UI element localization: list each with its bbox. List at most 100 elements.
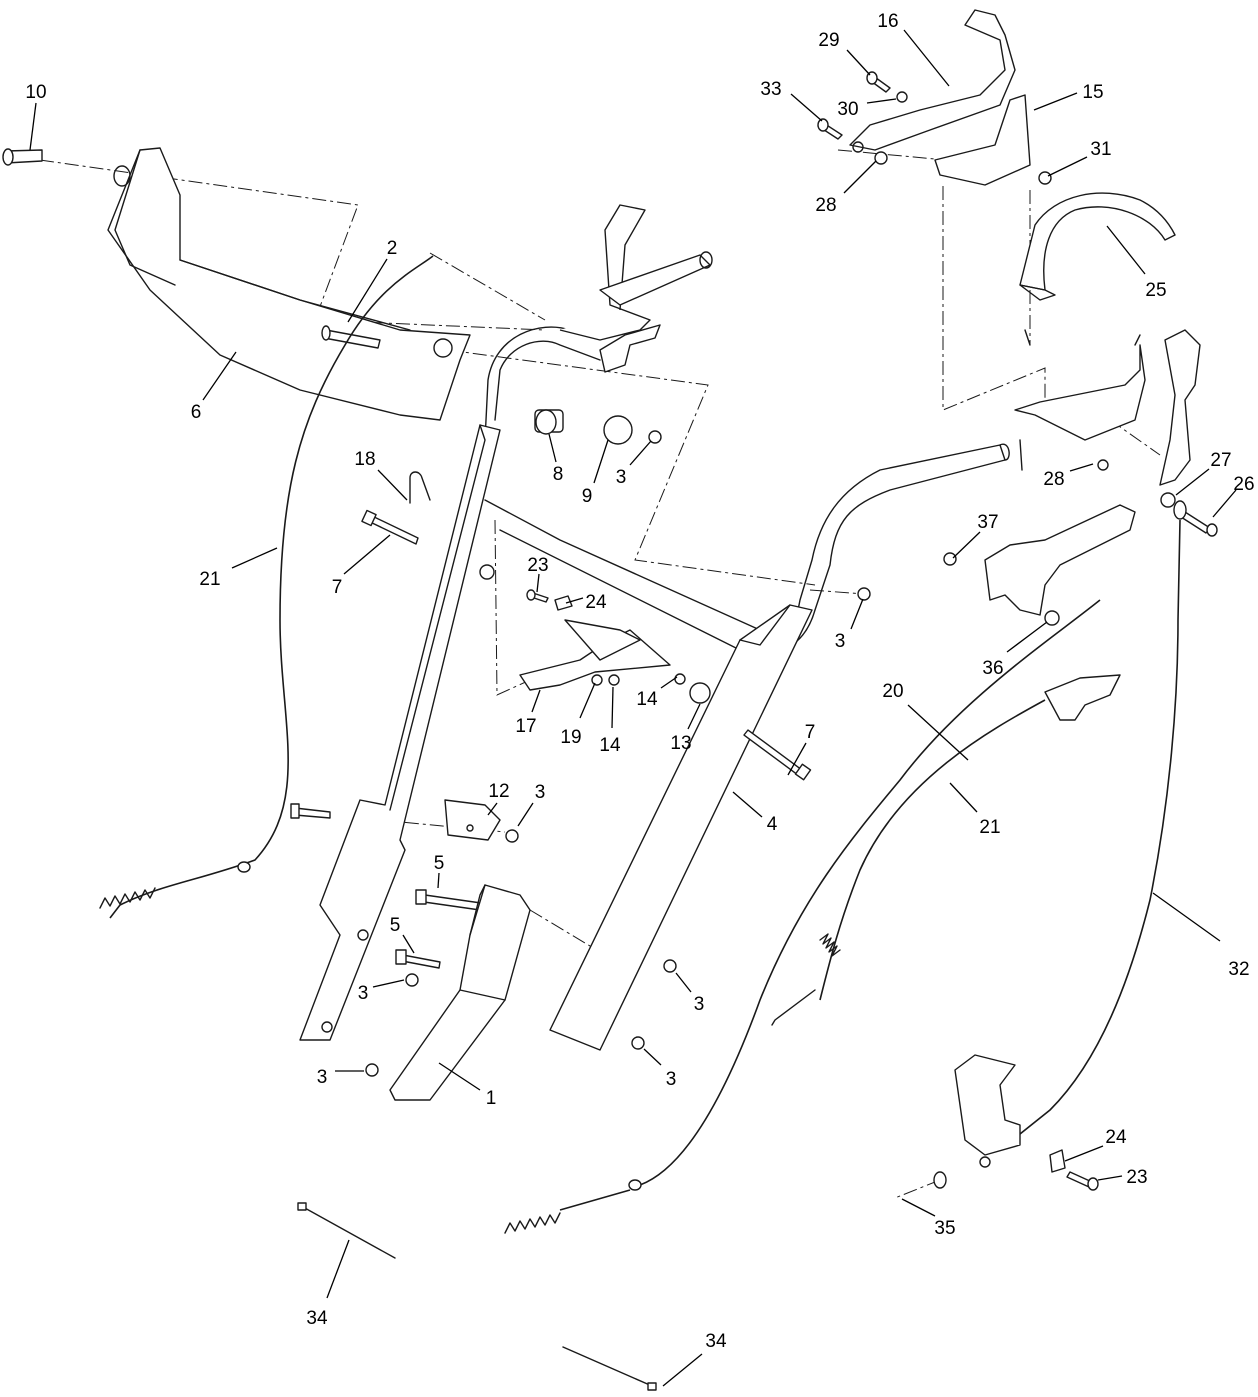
leader-line [536, 573, 540, 593]
leader-line [202, 351, 237, 401]
clamp-24b-icon [1049, 1149, 1066, 1173]
lever-right-icon [1159, 329, 1201, 486]
callout-c14a: 14 [599, 686, 621, 756]
callout-c31: 31 [1047, 139, 1112, 177]
spacer-8-icon [534, 409, 564, 435]
handle-right-tube [549, 604, 813, 1051]
lever-16-icon [849, 9, 1016, 153]
callout-c37: 37 [952, 512, 999, 559]
callout-number: 15 [1082, 82, 1103, 103]
spring-left-icon [99, 887, 156, 909]
nut-3d-icon [405, 973, 419, 987]
callout-number: 3 [694, 994, 705, 1015]
shield-25-icon [1019, 192, 1176, 346]
callout-c36: 36 [982, 621, 1048, 679]
callout-c26: 26 [1212, 474, 1255, 518]
cable-end-right [628, 1179, 642, 1191]
callout-c3b: 3 [835, 598, 864, 652]
callout-c9: 9 [582, 439, 609, 507]
leader-line [949, 782, 978, 813]
nut-28b-icon [1097, 459, 1109, 471]
leader-line [548, 433, 557, 463]
callout-number: 3 [535, 782, 546, 803]
leader-line [231, 547, 278, 569]
callout-number: 27 [1210, 450, 1231, 471]
callout-c29: 29 [818, 30, 871, 76]
callout-number: 9 [582, 486, 593, 507]
nut-14b-icon [674, 673, 686, 685]
callout-c25: 25 [1106, 225, 1167, 301]
lever-20-end-icon [1044, 674, 1121, 721]
callout-number: 21 [979, 817, 1000, 838]
callout-number: 10 [25, 82, 46, 103]
cable-end-32-icon [1173, 500, 1187, 520]
callout-number: 1 [486, 1088, 497, 1109]
pin-2-icon [321, 325, 381, 349]
leader-line [593, 439, 609, 484]
callout-number: 3 [616, 467, 627, 488]
nut-28a-icon [874, 151, 888, 165]
callout-number: 20 [882, 681, 903, 702]
callout-number: 32 [1228, 959, 1249, 980]
leader-line [643, 1048, 662, 1066]
callout-c8: 8 [548, 433, 564, 485]
callout-number: 37 [977, 512, 998, 533]
leader-line [517, 802, 534, 827]
screw-33-icon [817, 118, 843, 140]
callout-number: 23 [527, 555, 548, 576]
callout-number: 21 [199, 569, 220, 590]
bolt-5-lower-icon [395, 949, 441, 969]
leader-line [952, 531, 981, 559]
leader-line [611, 686, 614, 729]
callout-c21b: 21 [949, 782, 1001, 838]
handle-left-tube [299, 424, 501, 1041]
cable-tie-34a-icon [297, 1202, 396, 1259]
callout-number: 3 [666, 1069, 677, 1090]
callout-c34b: 34 [662, 1331, 727, 1387]
callout-number: 8 [553, 464, 564, 485]
hook-middle-icon [771, 989, 816, 1026]
callout-c13: 13 [670, 703, 701, 754]
callout-c24a: 24 [565, 592, 607, 613]
leader-line [866, 98, 897, 104]
washer-9-icon [603, 415, 633, 445]
callout-number: 14 [636, 689, 658, 710]
bracket-12-icon [444, 799, 501, 841]
callout-number: 13 [670, 733, 691, 754]
leader-line [1212, 489, 1237, 518]
leader-line [343, 534, 391, 575]
callout-c3e: 3 [675, 972, 705, 1015]
callout-c12: 12 [487, 781, 510, 816]
callout-number: 29 [818, 30, 839, 51]
callout-number: 31 [1090, 139, 1111, 160]
nut-19-icon [591, 674, 603, 686]
leader-line [1152, 892, 1221, 942]
bracket-15-icon [934, 94, 1031, 186]
callout-c5a: 5 [434, 853, 444, 889]
callout-c3g: 3 [317, 1067, 364, 1088]
callout-c7b: 7 [787, 722, 815, 776]
nut-14a-icon [608, 674, 620, 686]
callout-number: 19 [560, 727, 581, 748]
cable-21-left [109, 255, 434, 919]
cable-20 [819, 699, 1046, 1001]
screw-26-icon [1180, 511, 1218, 537]
cable-tip-icon [979, 1156, 991, 1168]
callout-number: 16 [877, 11, 898, 32]
nut-3f-icon [631, 1036, 645, 1050]
screw-23a-icon [526, 589, 549, 603]
leader-line [629, 440, 652, 466]
leader-line [29, 102, 37, 151]
callout-c28b: 28 [1043, 463, 1094, 490]
screw-29-icon [866, 71, 891, 93]
callout-c24b: 24 [1064, 1127, 1127, 1162]
spacer-13-icon [689, 682, 711, 704]
callout-c7a: 7 [332, 534, 391, 598]
leader-line [850, 598, 864, 630]
control-bar-6 [107, 147, 471, 421]
leader-line [326, 1239, 350, 1299]
callout-c2: 2 [347, 238, 397, 323]
handle-upper [484, 204, 1010, 654]
callout-c3a: 3 [616, 440, 652, 488]
